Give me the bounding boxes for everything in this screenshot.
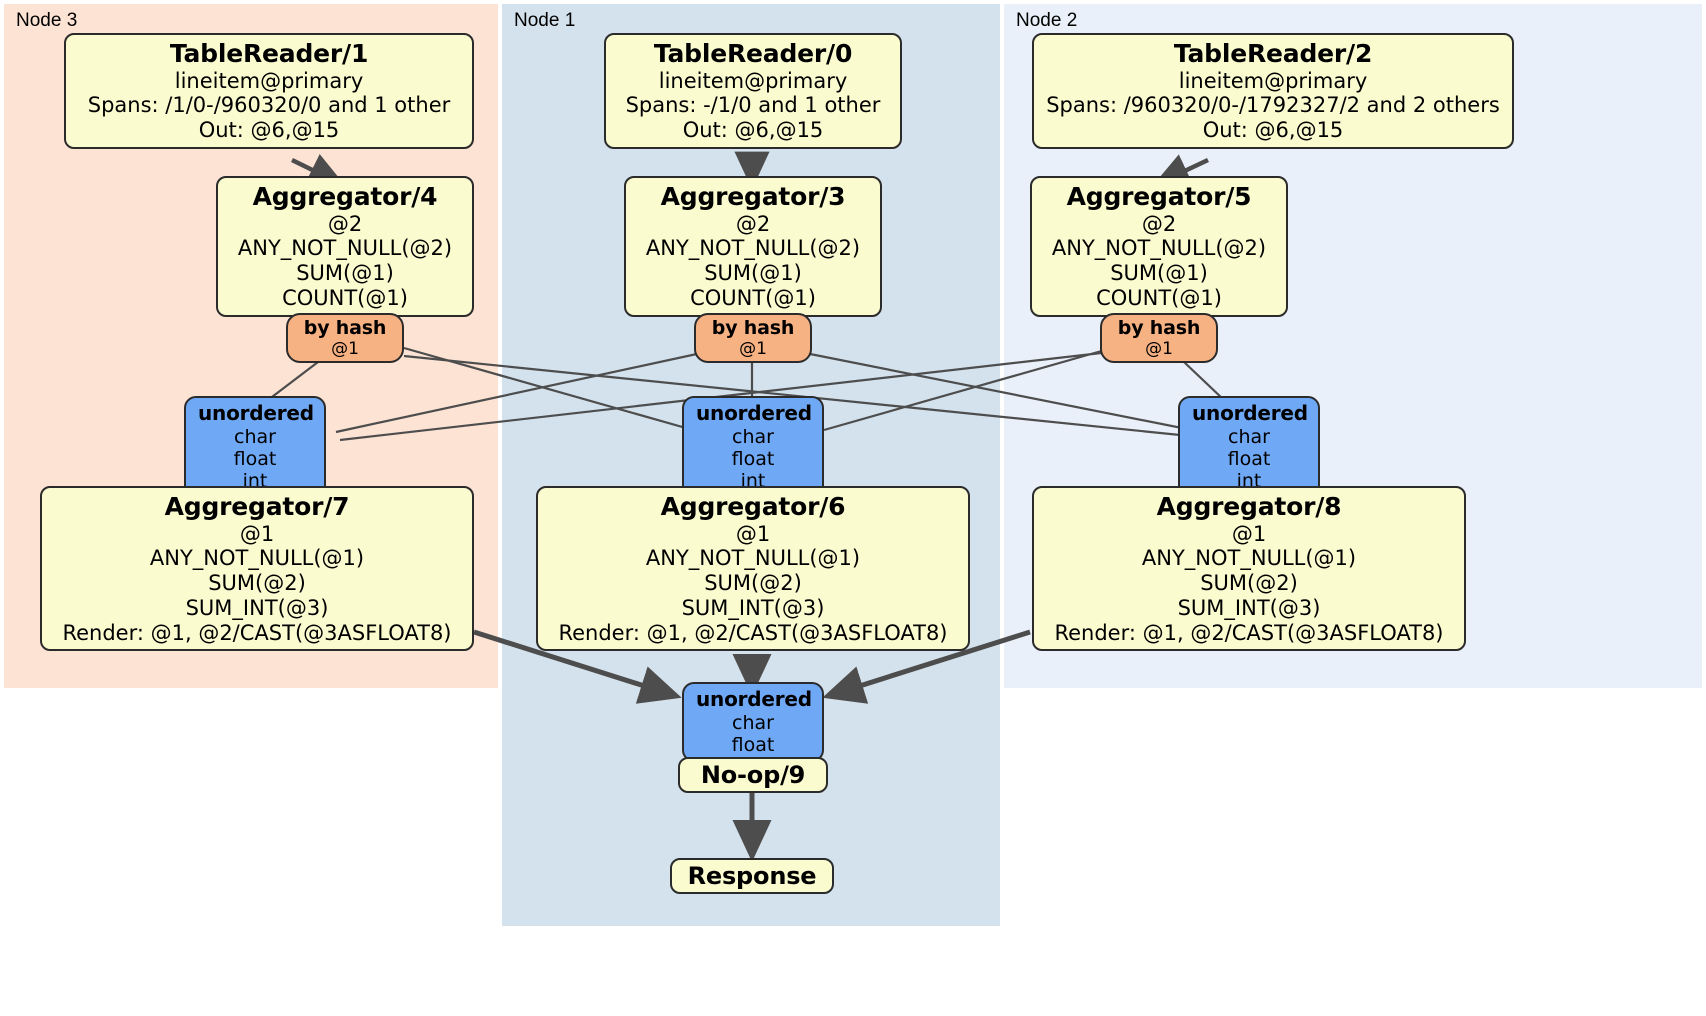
processor-table-reader-0[interactable]: TableReader/0 lineitem@primary Spans: -/… — [604, 33, 902, 149]
processor-line: SUM(@2) — [1200, 571, 1298, 596]
processor-line: SUM_INT(@3) — [681, 595, 825, 620]
processor-line: SUM(@2) — [704, 571, 802, 596]
synchronizer-title: unordered — [198, 401, 314, 425]
processor-line: ANY_NOT_NULL(@1) — [1141, 546, 1357, 571]
router-by-hash-left[interactable]: by hash @1 — [286, 313, 404, 364]
processor-title: Aggregator/4 — [252, 182, 438, 211]
processor-line: Out: @6,@15 — [198, 118, 340, 143]
processor-line: @2 — [1141, 211, 1177, 236]
processor-line: Render: @1, @2/CAST(@3ASFLOAT8) — [1054, 620, 1444, 645]
processor-line: lineitem@primary — [1178, 68, 1368, 93]
processor-aggregator-5[interactable]: Aggregator/5 @2 ANY_NOT_NULL(@2) SUM(@1)… — [1030, 176, 1288, 317]
panel-node-3-label: Node 3 — [16, 10, 78, 31]
router-line: @1 — [739, 339, 767, 360]
processor-title: Aggregator/6 — [660, 492, 846, 521]
synchronizer-line: char — [234, 425, 276, 448]
processor-title: Aggregator/3 — [660, 182, 846, 211]
synchronizer-title: unordered — [696, 401, 812, 425]
processor-line: Out: @6,@15 — [1202, 118, 1344, 143]
processor-line: lineitem@primary — [658, 68, 848, 93]
processor-line: ANY_NOT_NULL(@1) — [149, 546, 365, 571]
processor-title: TableReader/1 — [169, 39, 369, 68]
processor-title: Response — [687, 862, 817, 890]
processor-title: Aggregator/7 — [164, 492, 350, 521]
synchronizer-line: char — [732, 425, 774, 448]
processor-line: @1 — [735, 521, 771, 546]
processor-line: SUM(@1) — [296, 261, 394, 286]
processor-line: Spans: -/1/0 and 1 other — [625, 93, 881, 118]
processor-response[interactable]: Response — [670, 858, 834, 895]
processor-line: @2 — [327, 211, 363, 236]
synchronizer-line: float — [731, 734, 775, 756]
processor-line: COUNT(@1) — [282, 285, 408, 310]
processor-line: Out: @6,@15 — [682, 118, 824, 143]
synchronizer-line: char — [732, 711, 774, 734]
router-title: by hash — [1117, 317, 1201, 339]
panel-node-2-label: Node 2 — [1016, 10, 1078, 31]
router-line: @1 — [1145, 339, 1173, 360]
processor-line: COUNT(@1) — [1096, 285, 1222, 310]
processor-line: COUNT(@1) — [690, 285, 816, 310]
processor-line: @2 — [735, 211, 771, 236]
processor-line: @1 — [239, 521, 275, 546]
processor-title: TableReader/0 — [653, 39, 853, 68]
processor-aggregator-8[interactable]: Aggregator/8 @1 ANY_NOT_NULL(@1) SUM(@2)… — [1032, 486, 1466, 652]
processor-line: ANY_NOT_NULL(@2) — [645, 236, 861, 261]
processor-aggregator-6[interactable]: Aggregator/6 @1 ANY_NOT_NULL(@1) SUM(@2)… — [536, 486, 970, 652]
processor-line: ANY_NOT_NULL(@2) — [237, 236, 453, 261]
router-by-hash-mid[interactable]: by hash @1 — [694, 313, 812, 364]
processor-table-reader-1[interactable]: TableReader/1 lineitem@primary Spans: /1… — [64, 33, 474, 149]
synchronizer-unordered-right[interactable]: unordered char float int — [1178, 396, 1320, 499]
processor-title: Aggregator/8 — [1156, 492, 1342, 521]
synchronizer-line: float — [1227, 448, 1271, 470]
synchronizer-unordered-final[interactable]: unordered char float — [682, 682, 824, 763]
processor-line: SUM(@1) — [1110, 261, 1208, 286]
processor-line: SUM(@2) — [208, 571, 306, 596]
processor-line: SUM_INT(@3) — [1177, 595, 1321, 620]
processor-line: @1 — [1231, 521, 1267, 546]
synchronizer-unordered-mid[interactable]: unordered char float int — [682, 396, 824, 499]
router-title: by hash — [303, 317, 387, 339]
panel-node-1-label: Node 1 — [514, 10, 576, 31]
processor-line: Spans: /960320/0-/1792327/2 and 2 others — [1046, 93, 1500, 118]
processor-aggregator-4[interactable]: Aggregator/4 @2 ANY_NOT_NULL(@2) SUM(@1)… — [216, 176, 474, 317]
processor-aggregator-7[interactable]: Aggregator/7 @1 ANY_NOT_NULL(@1) SUM(@2)… — [40, 486, 474, 652]
processor-line: ANY_NOT_NULL(@2) — [1051, 236, 1267, 261]
router-title: by hash — [711, 317, 795, 339]
processor-line: SUM_INT(@3) — [185, 595, 329, 620]
processor-aggregator-3[interactable]: Aggregator/3 @2 ANY_NOT_NULL(@2) SUM(@1)… — [624, 176, 882, 317]
processor-line: Render: @1, @2/CAST(@3ASFLOAT8) — [62, 620, 452, 645]
router-line: @1 — [331, 339, 359, 360]
processor-title: Aggregator/5 — [1066, 182, 1252, 211]
synchronizer-title: unordered — [1192, 401, 1308, 425]
processor-line: Spans: /1/0-/960320/0 and 1 other — [87, 93, 451, 118]
processor-line: Render: @1, @2/CAST(@3ASFLOAT8) — [558, 620, 948, 645]
processor-line: lineitem@primary — [174, 68, 364, 93]
synchronizer-line: char — [1228, 425, 1270, 448]
processor-title: No-op/9 — [700, 761, 806, 789]
router-by-hash-right[interactable]: by hash @1 — [1100, 313, 1218, 364]
processor-noop-9[interactable]: No-op/9 — [678, 757, 828, 794]
synchronizer-unordered-left[interactable]: unordered char float int — [184, 396, 326, 499]
processor-line: ANY_NOT_NULL(@1) — [645, 546, 861, 571]
processor-line: SUM(@1) — [704, 261, 802, 286]
processor-title: TableReader/2 — [1173, 39, 1373, 68]
synchronizer-title: unordered — [696, 687, 812, 711]
processor-table-reader-2[interactable]: TableReader/2 lineitem@primary Spans: /9… — [1032, 33, 1514, 149]
synchronizer-line: float — [233, 448, 277, 470]
synchronizer-line: float — [731, 448, 775, 470]
